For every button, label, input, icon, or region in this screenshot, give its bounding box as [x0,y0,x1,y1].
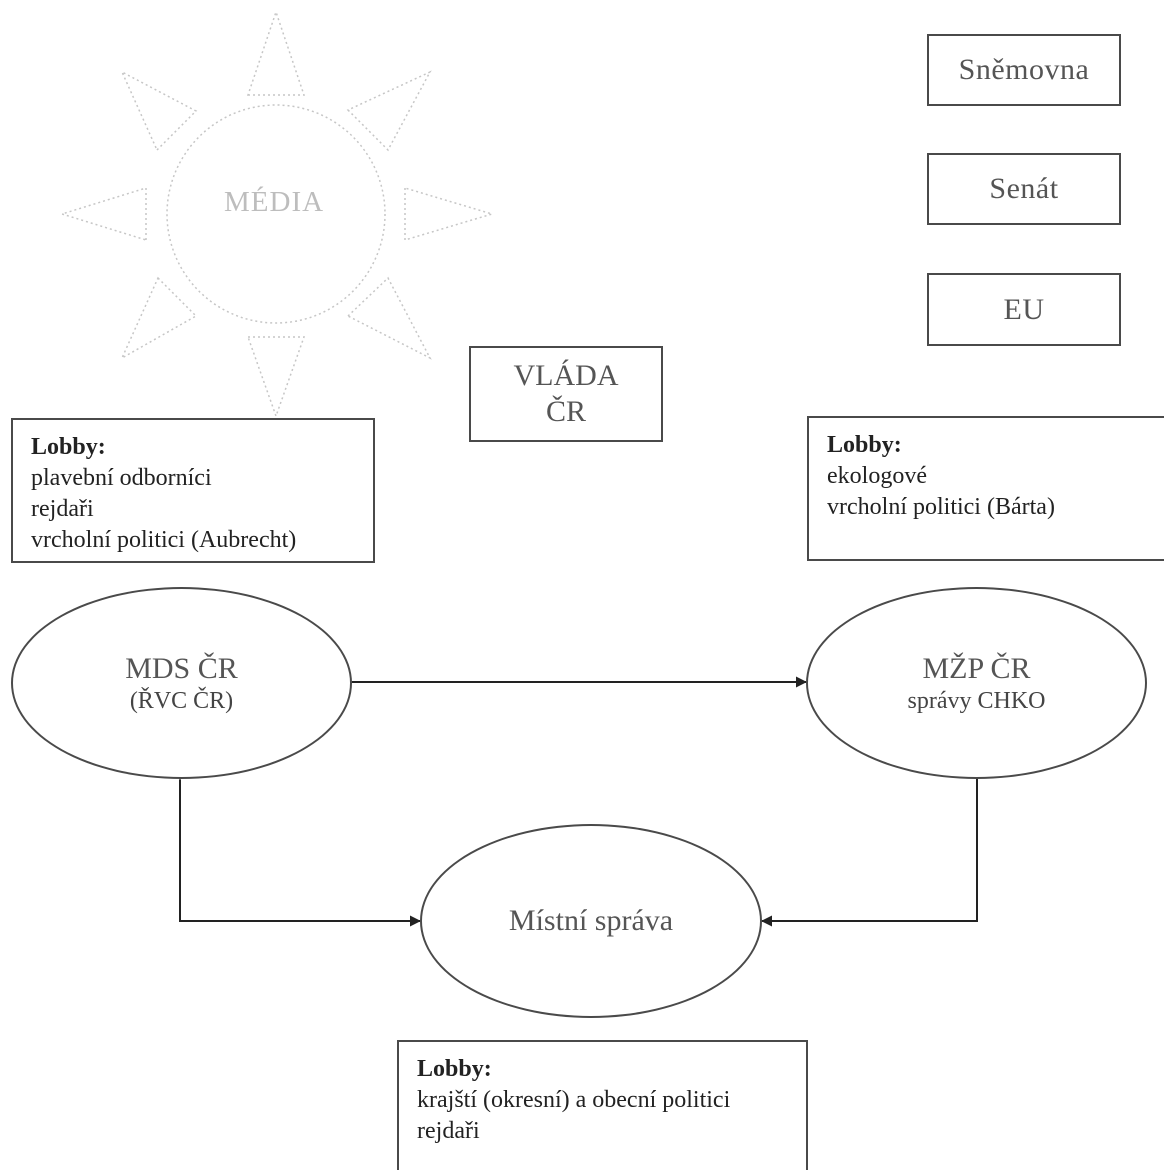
media-sun-icon [59,9,495,419]
connector-mzp-mistni [761,768,983,927]
lobby-bottom-box: Lobby: krajští (okresní) a obecní politi… [397,1040,808,1170]
lobby-bottom-line: krajští (okresní) a obecní politici [417,1087,731,1113]
media-label: MÉDIA [224,186,325,218]
vlada-box: VLÁDA ČR [469,346,663,442]
senat-label: Senát [989,172,1059,205]
lobby-bottom-heading: Lobby: [417,1056,492,1082]
lobby-left-box: Lobby: plavební odborníci rejdaři vrchol… [11,418,375,563]
senat-box: Senát [927,153,1121,225]
lobby-right-box: Lobby: ekologové vrcholní politici (Bárt… [807,416,1164,561]
eu-box: EU [927,273,1121,346]
snemovna-label: Sněmovna [958,53,1090,86]
eu-label: EU [1003,292,1045,326]
lobby-right-line: vrcholní politici (Bárta) [827,494,1055,520]
mds-node: MDS ČR (ŘVC ČR) [11,587,352,779]
connector-mds-mistni [174,769,421,927]
lobby-right-heading: Lobby: [827,432,902,458]
lobby-left-heading: Lobby: [31,434,106,460]
snemovna-box: Sněmovna [927,34,1121,106]
lobby-right-line: ekologové [827,463,927,489]
mzp-node: MŽP ČR správy CHKO [806,587,1147,779]
lobby-left-line: vrcholní politici (Aubrecht) [31,527,297,553]
mds-subtitle: (ŘVC ČR) [129,687,234,714]
mistni-sprava-title: Místní správa [508,904,674,937]
mistni-sprava-node: Místní správa [420,824,762,1018]
mzp-subtitle: správy CHKO [907,687,1046,714]
vlada-label-line2: ČR [545,395,587,428]
mds-title: MDS ČR [125,651,238,685]
lobby-bottom-line: rejdaři [417,1118,480,1144]
mzp-title: MŽP ČR [922,651,1031,685]
lobby-left-line: plavební odborníci [31,465,212,491]
vlada-label-line1: VLÁDA [513,359,619,392]
lobby-left-line: rejdaři [31,496,94,522]
